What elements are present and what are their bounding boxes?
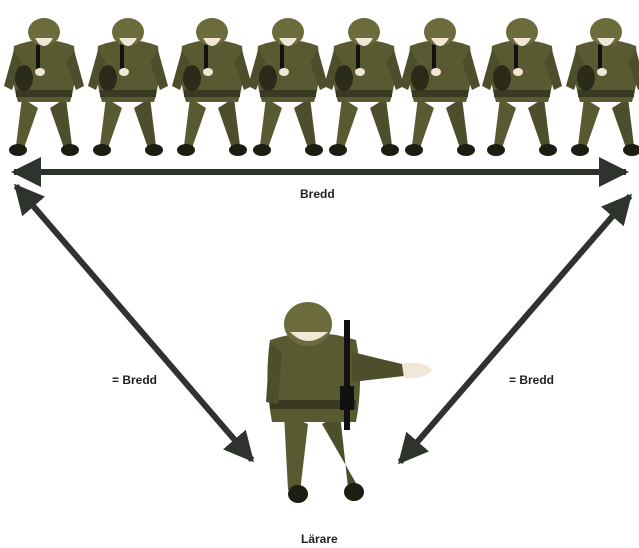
- soldier-figure: [566, 18, 639, 156]
- soldier-figure: [248, 18, 328, 156]
- right-distance-label: = Bredd: [509, 373, 555, 387]
- soldier-row: [4, 18, 639, 156]
- soldier-figure: [172, 18, 252, 156]
- teacher-label: Lärare: [301, 532, 338, 546]
- soldier-figure: [88, 18, 168, 156]
- soldier-figure: [324, 18, 404, 156]
- width-label: Bredd: [300, 187, 335, 201]
- soldier-figure: [482, 18, 562, 156]
- left-distance-arrow: [13, 183, 255, 463]
- teacher-figure: [266, 302, 432, 503]
- right-distance-arrow: [397, 193, 633, 465]
- left-distance-label: = Bredd: [112, 373, 158, 387]
- soldier-figure: [4, 18, 84, 156]
- soldier-figure: [400, 18, 480, 156]
